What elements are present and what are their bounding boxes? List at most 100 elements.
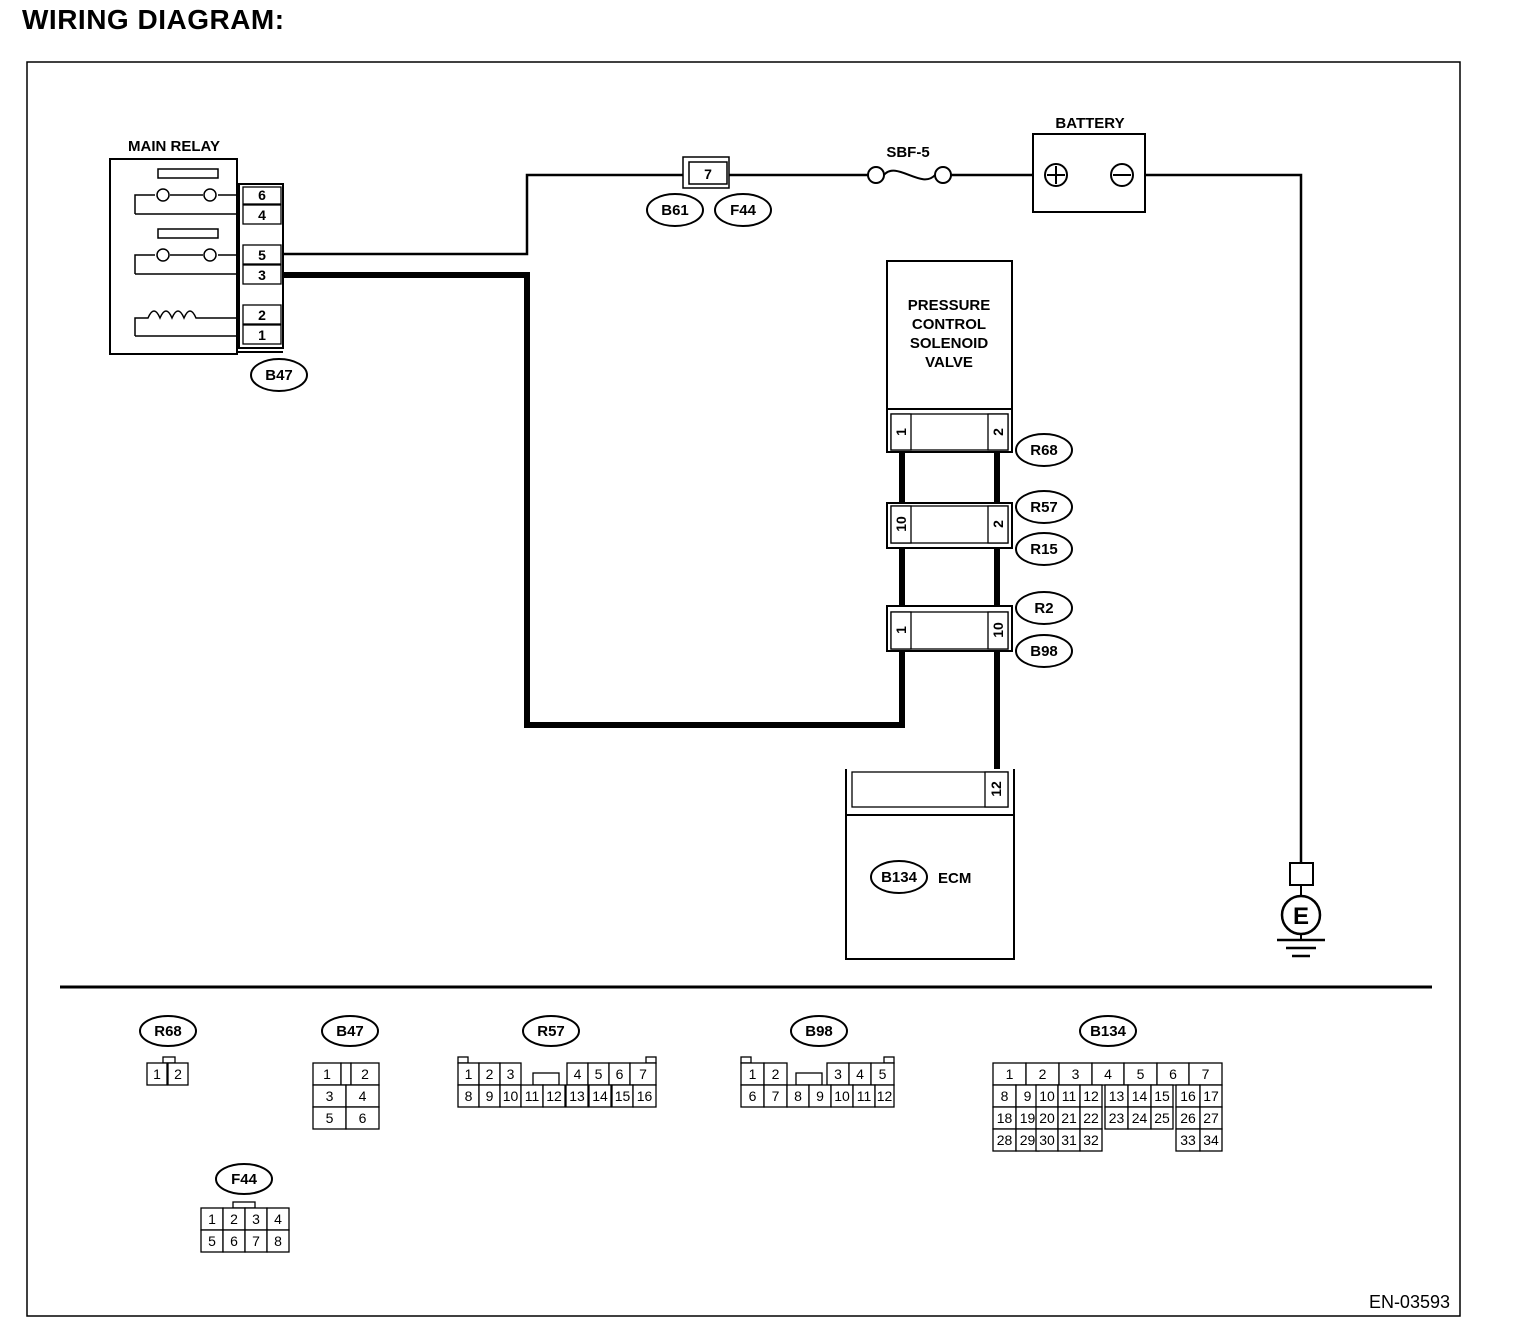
pressure-control-solenoid-valve: PRESSURE CONTROL SOLENOID VALVE 1 2 R68	[886, 260, 1073, 467]
diagram-frame	[26, 61, 1461, 1317]
connector-view-badge	[522, 1015, 580, 1047]
connector-view-name: F44	[231, 1171, 258, 1188]
connector-pin-number: 34	[1203, 1132, 1219, 1148]
connector-badge-b61-label: B61	[661, 202, 689, 219]
connector-badge-b134	[870, 860, 928, 894]
joint-connector-r57-r15: 10 2 R57 R15	[886, 490, 1073, 566]
connector-pin-number: 14	[592, 1088, 608, 1104]
relay-switch-2	[134, 254, 237, 275]
connector-pin-cell	[890, 413, 912, 451]
relay-pin-3: 3	[258, 267, 266, 283]
relay-contact-point	[156, 188, 170, 202]
connector-pin-number: 3	[1072, 1066, 1080, 1082]
relay-pin-6: 6	[258, 187, 266, 203]
connector-pin-cell	[874, 1084, 895, 1108]
connector-pin-cell	[890, 505, 912, 544]
wires	[283, 173, 1303, 863]
fuse-junction-inner	[688, 161, 728, 185]
connector-pin-number: 2	[230, 1211, 238, 1227]
solenoid-label-line-2: CONTROL	[912, 316, 986, 333]
connector-pin-number: 4	[274, 1211, 282, 1227]
connector-pin-cell	[987, 505, 1009, 544]
fuse-junction-pin: 7	[704, 166, 712, 182]
joint-connector-r2-b98: 1 10 R2 B98	[886, 591, 1073, 668]
connector-pin-number: 11	[1062, 1088, 1077, 1104]
fuse-junction: 7 B61 F44	[646, 156, 772, 227]
connector-badge-b47	[250, 358, 308, 392]
connector-pin-number: 12	[877, 1088, 893, 1104]
battery: BATTERY	[1032, 115, 1146, 213]
wire-relay3-to-joint	[283, 272, 905, 728]
connector-pin-number: 18	[997, 1110, 1013, 1126]
relay-pin-1: 1	[258, 327, 266, 343]
relay-switch-1	[134, 194, 237, 214]
connector-pin-number: 15	[615, 1088, 631, 1104]
connector-pin-number: 33	[1180, 1132, 1196, 1148]
connector-pin-number: 24	[1132, 1110, 1148, 1126]
connector-latch-tab	[162, 1056, 176, 1064]
r2-pin-1: 1	[893, 626, 909, 634]
ground-label: E	[1293, 903, 1309, 930]
solenoid-label-line-4: VALVE	[925, 354, 973, 371]
connector-pin-number: 6	[359, 1110, 367, 1126]
connector-badge-b134-label: B134	[881, 869, 918, 886]
connector-pin-number: 8	[794, 1088, 802, 1104]
connector-badge-b47-label: B47	[265, 367, 293, 384]
connector-pin-number: 28	[997, 1132, 1013, 1148]
connector-pin-number: 6	[230, 1233, 238, 1249]
ground-terminal	[1289, 862, 1314, 886]
connector-pin-number: 8	[274, 1233, 282, 1249]
connector-pin-number: 9	[816, 1088, 824, 1104]
connector-latch-tab	[532, 1072, 560, 1086]
connector-pin-cell	[1150, 1106, 1174, 1130]
connector-badge-r57-label: R57	[1030, 499, 1058, 516]
wire-relay5-to-fusejunction	[283, 173, 687, 256]
connector-pin-number: 1	[465, 1066, 473, 1082]
connector-pin-number: 11	[857, 1088, 872, 1104]
r68-pin-2: 2	[990, 428, 1006, 436]
connector-pin-number: 21	[1061, 1110, 1077, 1126]
connector-pin-number: 20	[1039, 1110, 1055, 1126]
fuse-label: SBF-5	[886, 144, 929, 161]
fuse-sbf5: SBF-5	[867, 144, 952, 184]
connector-pin-number: 6	[616, 1066, 624, 1082]
relay-pin-2: 2	[258, 307, 266, 323]
connector-pin-number: 13	[569, 1088, 585, 1104]
page-title: WIRING DIAGRAM:	[22, 4, 285, 35]
connector-pin-number: 1	[323, 1066, 331, 1082]
connector-view-name: B98	[805, 1023, 833, 1040]
connector-view-badge	[790, 1015, 848, 1047]
connector-latch-tab	[740, 1056, 752, 1064]
connector-pin-cell	[632, 1084, 657, 1108]
r57-pin-2: 2	[990, 520, 1006, 528]
connector-view-badge	[139, 1015, 197, 1047]
connector-latch-tab	[645, 1056, 657, 1064]
connector-pin-number: 32	[1083, 1132, 1099, 1148]
connector-badge-r2-label: R2	[1034, 600, 1053, 617]
connector-latch-tab	[457, 1056, 469, 1064]
relay-pin-cell	[242, 324, 282, 345]
connector-badge-f44	[714, 193, 772, 227]
connector-pin-number: 16	[1180, 1088, 1196, 1104]
ecm-body	[845, 814, 1015, 960]
ecm-pin-12: 12	[988, 781, 1004, 797]
connector-pin-number: 3	[252, 1211, 260, 1227]
connector-pin-number: 3	[507, 1066, 515, 1082]
connector-pin-number: 11	[525, 1088, 540, 1104]
connector-badge-r15-label: R15	[1030, 541, 1058, 558]
connector-view-name: B134	[1090, 1023, 1127, 1040]
connector-pin-number: 10	[834, 1088, 850, 1104]
connector-pin-number: 1	[1006, 1066, 1014, 1082]
relay-coil	[134, 310, 237, 337]
connector-view-badge	[215, 1163, 273, 1195]
ecm-label: ECM	[938, 870, 971, 887]
relay-contact-point	[203, 188, 217, 202]
connector-pin-number: 10	[1039, 1088, 1055, 1104]
connector-pin-cell	[1199, 1128, 1223, 1152]
connector-pin-cell	[987, 413, 1009, 451]
connector-pin-number: 4	[359, 1088, 367, 1104]
fuse-element	[883, 169, 936, 181]
